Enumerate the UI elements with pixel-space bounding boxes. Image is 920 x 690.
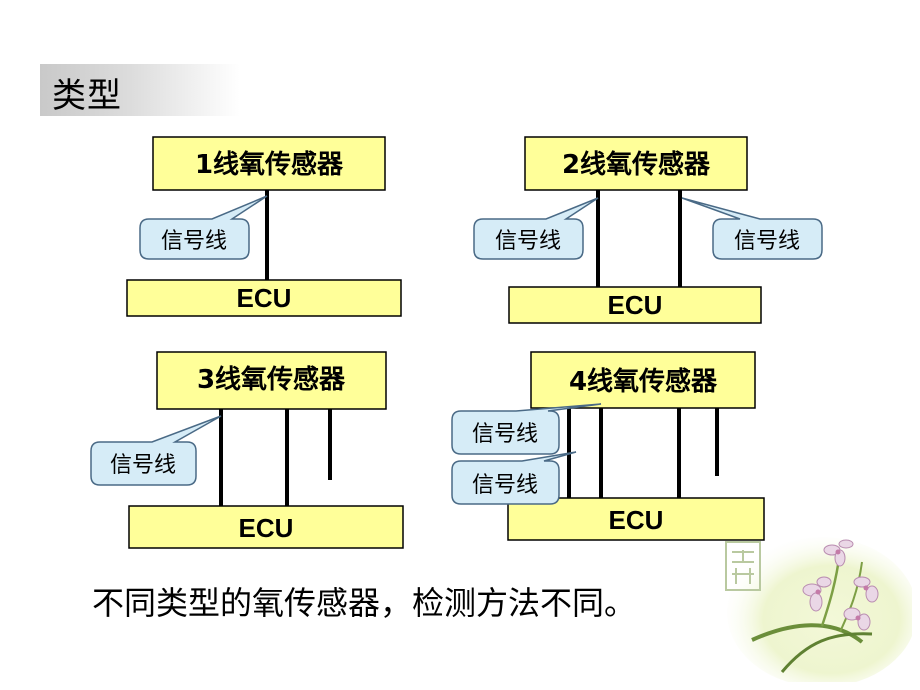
- diagram-1-callout: [139, 195, 268, 260]
- diagram-4-sensor-box: [530, 351, 756, 409]
- diagram-2-callout-left-label: 信号线: [495, 229, 561, 254]
- diagram-1-ecu-box: [126, 279, 402, 317]
- page-title: 类型: [52, 76, 122, 116]
- diagram-4-callout-top: [451, 403, 602, 455]
- diagram-3-wires: [219, 409, 332, 506]
- decorative-seal-icon: [725, 541, 761, 591]
- diagram-4-sensor-label: 4线氧传感器: [569, 367, 718, 397]
- diagram-2-sensor-box: [524, 136, 748, 191]
- title-bar-background: [40, 64, 240, 116]
- diagram-4-callout-top-label: 信号线: [472, 422, 538, 447]
- diagram-3-callout: [90, 415, 222, 486]
- diagram-2-callout-right: [681, 197, 823, 260]
- diagram-4-wires: [567, 408, 719, 498]
- orchid-flower-icon: [725, 537, 912, 682]
- diagram-1-sensor-label: 1线氧传感器: [195, 150, 344, 180]
- caption-text: 不同类型的氧传感器，检测方法不同。: [92, 584, 637, 622]
- diagram-3-ecu-label: ECU: [239, 513, 294, 543]
- diagram-4-callout-bottom: [451, 451, 577, 505]
- diagram-3-sensor-label: 3线氧传感器: [197, 365, 346, 395]
- diagram-2-callout-right-label: 信号线: [734, 229, 800, 254]
- diagram-3-callout-label: 信号线: [110, 453, 176, 478]
- diagram-2-ecu-label: ECU: [608, 290, 663, 320]
- diagram-2-sensor-label: 2线氧传感器: [562, 150, 711, 180]
- diagram-3-ecu-box: [128, 505, 404, 549]
- diagram-4-ecu-label: ECU: [609, 505, 664, 535]
- diagram-1-ecu-label: ECU: [237, 283, 292, 313]
- diagram-2-wires: [596, 190, 682, 287]
- diagram-4-ecu-box: [507, 497, 765, 541]
- diagram-4-callout-bottom-label: 信号线: [472, 473, 538, 498]
- diagram-2-ecu-box: [508, 286, 762, 324]
- diagram-2-callout-left: [473, 197, 599, 260]
- diagram-1-callout-label: 信号线: [161, 229, 227, 254]
- diagram-3-sensor-box: [156, 351, 387, 410]
- diagram-1-sensor-box: [152, 136, 386, 191]
